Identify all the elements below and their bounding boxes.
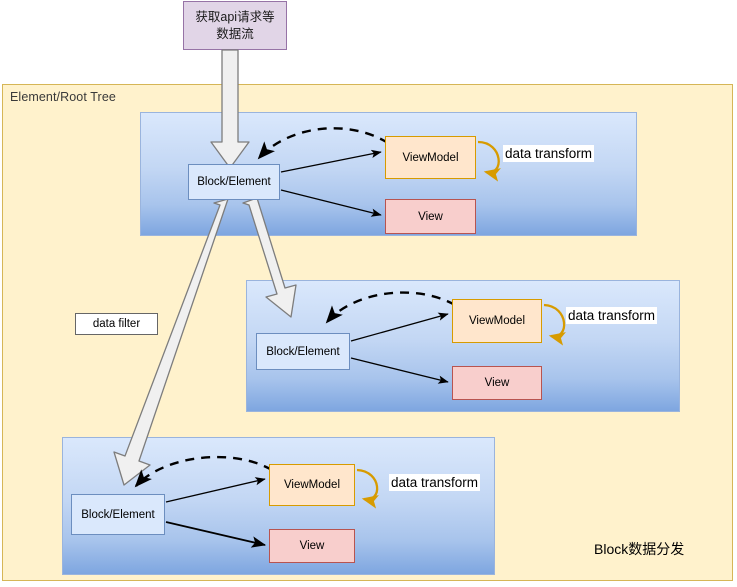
viewmodel-node-1[interactable]: ViewModel <box>385 136 476 179</box>
data-transform-label-3: data transform <box>389 474 481 491</box>
view-node-1[interactable]: View <box>385 199 476 234</box>
diagram-caption: Block数据分发 <box>594 541 685 557</box>
view-node-3[interactable]: View <box>269 529 355 563</box>
block-element-node-1[interactable]: Block/Element <box>188 164 280 200</box>
data-filter-label: data filter <box>75 313 158 335</box>
view-node-2[interactable]: View <box>452 366 542 400</box>
viewmodel-node-3[interactable]: ViewModel <box>269 464 355 506</box>
data-transform-label-2: data transform <box>566 307 658 324</box>
source-box-api-stream[interactable]: 获取api请求等 数据流 <box>183 1 287 50</box>
block-element-node-3[interactable]: Block/Element <box>71 494 165 535</box>
data-transform-label-1: data transform <box>503 145 595 162</box>
block-element-node-2[interactable]: Block/Element <box>256 333 350 370</box>
viewmodel-node-2[interactable]: ViewModel <box>452 299 542 343</box>
element-root-tree-label: Element/Root Tree <box>10 90 116 104</box>
